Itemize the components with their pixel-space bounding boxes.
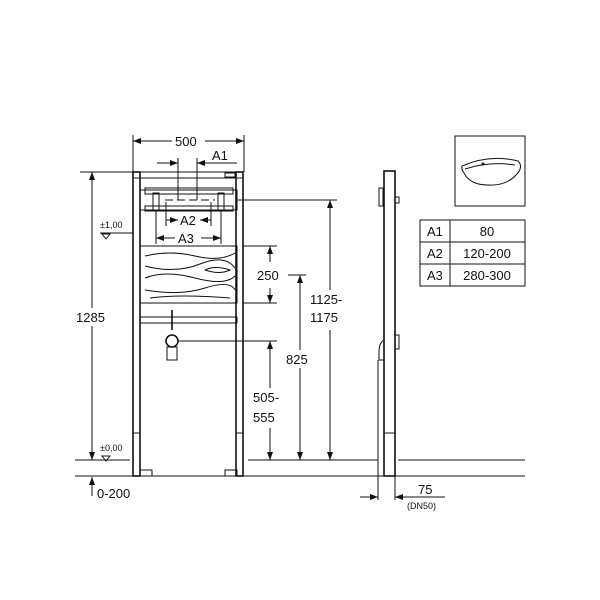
svg-text:A3: A3 — [178, 231, 194, 246]
svg-text:0-200: 0-200 — [97, 486, 130, 501]
svg-text:1285: 1285 — [76, 310, 105, 325]
svg-text:A3: A3 — [427, 268, 443, 283]
svg-text:250: 250 — [257, 268, 279, 283]
svg-text:500: 500 — [175, 134, 197, 149]
svg-text:(DN50): (DN50) — [407, 501, 436, 511]
svg-text:±0,00: ±0,00 — [100, 443, 122, 453]
dimension-a3: A3 — [155, 210, 222, 246]
dimension-total-height: 1285 — [72, 171, 133, 460]
svg-text:A1: A1 — [212, 148, 228, 163]
table-row: A2 120-200 — [427, 246, 511, 261]
level-marker-zero: ±0,00 — [100, 443, 122, 462]
dimension-table: A1 80 A2 120-200 A3 280-300 — [419, 219, 526, 287]
dimension-width: 500 — [132, 134, 245, 172]
table-row: A1 80 — [427, 224, 494, 239]
front-frame — [132, 171, 244, 477]
dimension-tap-height: 825 — [284, 274, 314, 460]
svg-text:80: 80 — [480, 224, 494, 239]
table-row: A3 280-300 — [427, 268, 511, 283]
svg-text:75: 75 — [418, 482, 432, 497]
svg-text:505-: 505- — [253, 390, 279, 405]
dimension-a1: A1 — [157, 148, 237, 200]
floor-lines — [75, 459, 525, 477]
svg-text:A2: A2 — [180, 213, 196, 228]
svg-text:825: 825 — [286, 352, 308, 367]
svg-text:555: 555 — [253, 410, 275, 425]
svg-text:A1: A1 — [427, 224, 443, 239]
dimension-drain-height: 505- 555 — [178, 340, 288, 460]
basin-icon — [454, 135, 526, 207]
dimension-floor-adjust: 0-200 — [89, 477, 130, 501]
svg-text:A2: A2 — [427, 246, 443, 261]
side-view-frame — [377, 170, 400, 500]
dimension-mount-height: 1125- 1175 — [237, 199, 352, 460]
svg-text:±1,00: ±1,00 — [100, 220, 122, 230]
svg-text:120-200: 120-200 — [463, 246, 511, 261]
dimension-depth: 75 (DN50) — [360, 482, 445, 511]
svg-text:1125-: 1125- — [310, 292, 342, 307]
svg-text:280-300: 280-300 — [463, 268, 511, 283]
dimension-a2: A2 — [165, 202, 212, 228]
svg-text:1175: 1175 — [310, 310, 338, 325]
dimension-board: 250 — [243, 245, 279, 304]
level-marker-top: ±1,00 — [100, 220, 133, 240]
